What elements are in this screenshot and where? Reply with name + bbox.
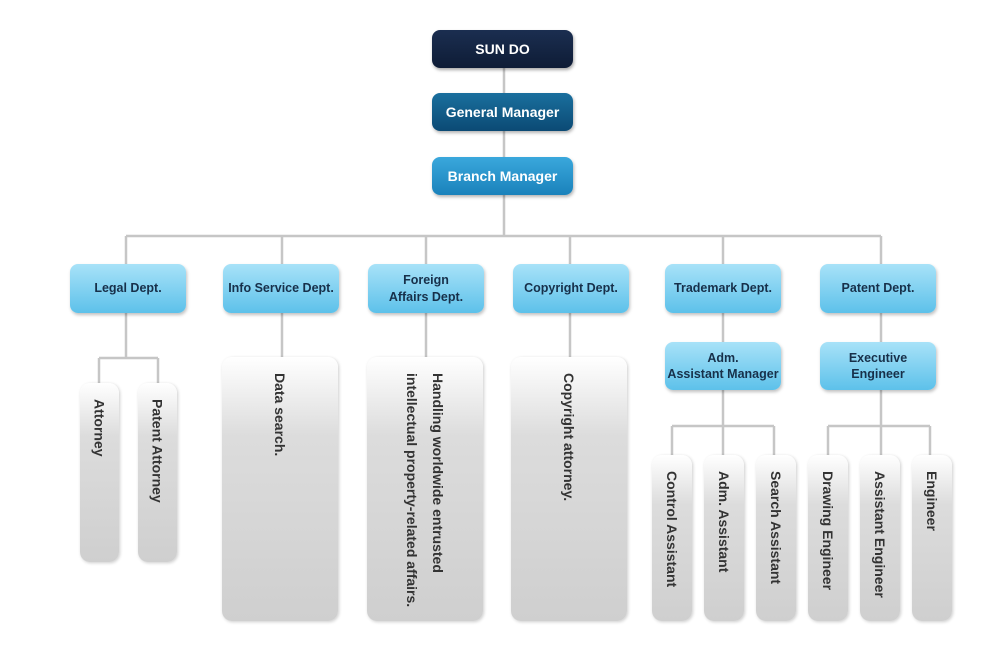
drawing-engineer-label: Drawing Engineer [820,471,836,591]
info-service-duty-text: Data search. [272,373,288,457]
foreign-affairs-dept-label: Foreign Affairs Dept. [388,273,464,304]
patent-attorney-card: Patent Attorney [138,383,177,562]
attorney-card: Attorney [80,383,119,562]
copyright-dept-label: Copyright Dept. [524,281,618,296]
legal-dept-node: Legal Dept. [70,264,186,313]
trademark-dept-label: Trademark Dept. [674,281,772,296]
copyright-duty-text: Copyright attorney. [561,373,577,502]
general-manager-label: General Manager [445,103,560,120]
executive-engineer-label: Executive Engineer [848,350,908,381]
info-service-dept-node: Info Service Dept. [223,264,339,313]
branch-manager-node: Branch Manager [432,157,573,195]
search-assistant-label: Search Assistant [768,471,784,585]
trademark-dept-node: Trademark Dept. [665,264,781,313]
engineer-label: Engineer [924,471,940,531]
patent-attorney-label: Patent Attorney [149,399,166,503]
foreign-affairs-duty-text: Handling worldwide entrusted intellectua… [404,373,446,608]
foreign-affairs-dept-node: Foreign Affairs Dept. [368,264,484,313]
general-manager-node: General Manager [432,93,573,131]
control-assistant-label: Control Assistant [664,471,680,588]
control-assistant-card: Control Assistant [652,455,692,621]
info-service-dept-label: Info Service Dept. [228,281,334,296]
drawing-engineer-card: Drawing Engineer [808,455,848,621]
search-assistant-card: Search Assistant [756,455,796,621]
attorney-label: Attorney [91,399,108,457]
assistant-engineer-card: Assistant Engineer [860,455,900,621]
executive-engineer-node: Executive Engineer [820,342,936,390]
adm-assistant-manager-label: Adm. Assistant Manager [667,350,779,381]
foreign-affairs-duty-card: Handling worldwide entrusted intellectua… [367,357,483,621]
branch-manager-label: Branch Manager [447,167,558,184]
copyright-duty-card: Copyright attorney. [511,357,627,621]
root-node: SUN DO [432,30,573,68]
copyright-dept-node: Copyright Dept. [513,264,629,313]
adm-assistant-card: Adm. Assistant [704,455,744,621]
legal-dept-label: Legal Dept. [94,281,162,296]
assistant-engineer-label: Assistant Engineer [872,471,888,598]
info-service-duty-card: Data search. [222,357,338,621]
patent-dept-label: Patent Dept. [841,281,915,296]
engineer-card: Engineer [912,455,952,621]
adm-assistant-label: Adm. Assistant [716,471,732,573]
root-label: SUN DO [475,40,530,57]
adm-assistant-manager-node: Adm. Assistant Manager [665,342,781,390]
patent-dept-node: Patent Dept. [820,264,936,313]
